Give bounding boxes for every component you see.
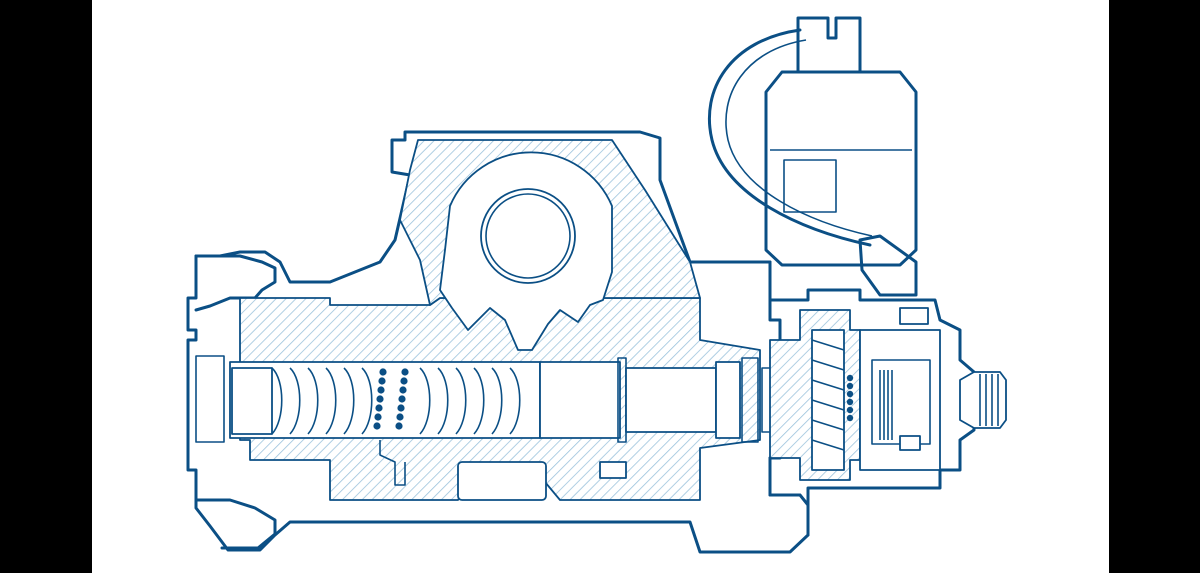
- seal-ring-1: [715, 361, 741, 439]
- diagram-canvas: [92, 0, 1109, 573]
- recirculating-balls: [373, 368, 409, 430]
- hose-fitting: [858, 234, 918, 297]
- input-spline-shaft: [959, 371, 1007, 429]
- ball-return-tube: [379, 440, 406, 486]
- motor-body: [764, 70, 918, 267]
- left-end-cap: [194, 254, 277, 312]
- left-lower-cap: [194, 498, 277, 550]
- spline-teeth: [979, 374, 999, 426]
- hydraulic-hose-inner: [725, 39, 873, 237]
- lower-port: [599, 461, 627, 479]
- left-flange: [195, 355, 225, 443]
- valve-retainer-bottom: [899, 435, 921, 451]
- valve-rotor-teeth: [811, 339, 845, 451]
- lower-valve-flange: [768, 456, 810, 537]
- needle-bearing: [879, 370, 893, 440]
- input-shaft-section: [625, 367, 717, 433]
- valve-housing-outline: [768, 260, 976, 507]
- worm-screw: [231, 367, 521, 435]
- sector-shaft-outer: [480, 188, 576, 284]
- valve-retainer-top: [899, 307, 929, 325]
- seal-ring-2: [741, 357, 759, 443]
- motor-mount: [783, 159, 837, 213]
- hydraulic-hose: [707, 28, 872, 247]
- valve-bearing-balls: [846, 374, 854, 422]
- valve-sleeve: [539, 361, 621, 439]
- lower-slot: [457, 461, 547, 501]
- valve-rotor: [811, 329, 845, 471]
- sector-shaft-inner: [485, 193, 571, 279]
- motor-top-connector: [796, 16, 862, 74]
- steering-gear-cross-section-diagram: [186, 16, 1007, 554]
